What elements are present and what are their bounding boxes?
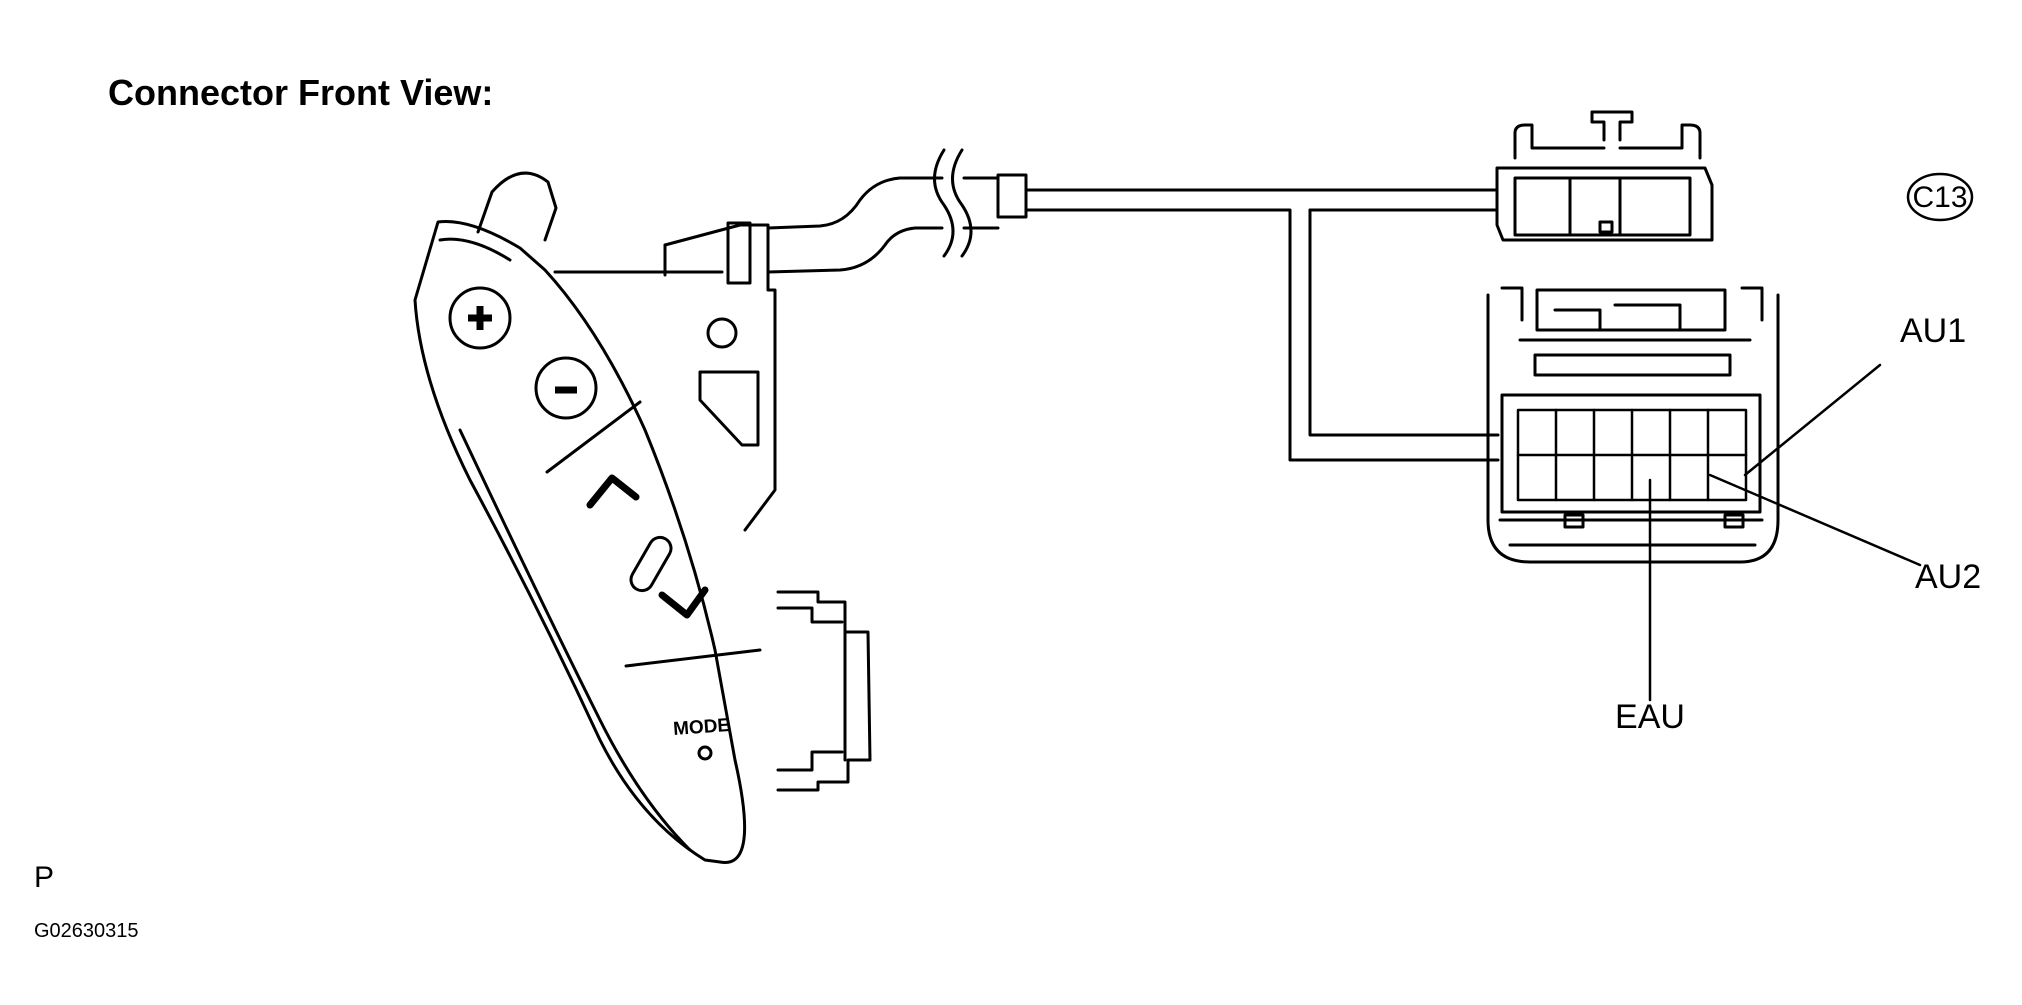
connector-id-label: C13 — [1912, 181, 1967, 214]
switch-bracket — [553, 221, 777, 532]
down-chevron-icon — [658, 586, 709, 619]
button-glyphs — [468, 306, 577, 394]
figure-code: G02630315 — [34, 920, 139, 942]
pin-label-eau: EAU — [1615, 698, 1685, 736]
pin-label-au1: AU1 — [1900, 312, 1966, 350]
top-connector — [1495, 110, 1714, 242]
plus-button[interactable] — [448, 286, 512, 350]
minus-button[interactable] — [534, 356, 598, 420]
steering-switch — [413, 171, 762, 865]
mode-indicator-dot — [697, 745, 713, 761]
mode-button-label: MODE — [672, 715, 730, 740]
up-chevron-icon — [586, 474, 640, 509]
leader-lines — [1648, 363, 1922, 702]
wire-harness — [766, 148, 1500, 462]
switch-side-connector — [776, 590, 872, 792]
pin-label-au2: AU2 — [1915, 558, 1981, 596]
main-connector — [1486, 286, 1780, 564]
footer-letter: P — [34, 861, 54, 894]
center-slot — [629, 535, 673, 593]
connector-id-ellipse — [1906, 172, 1974, 222]
diagram-title: Connector Front View: — [108, 72, 493, 113]
